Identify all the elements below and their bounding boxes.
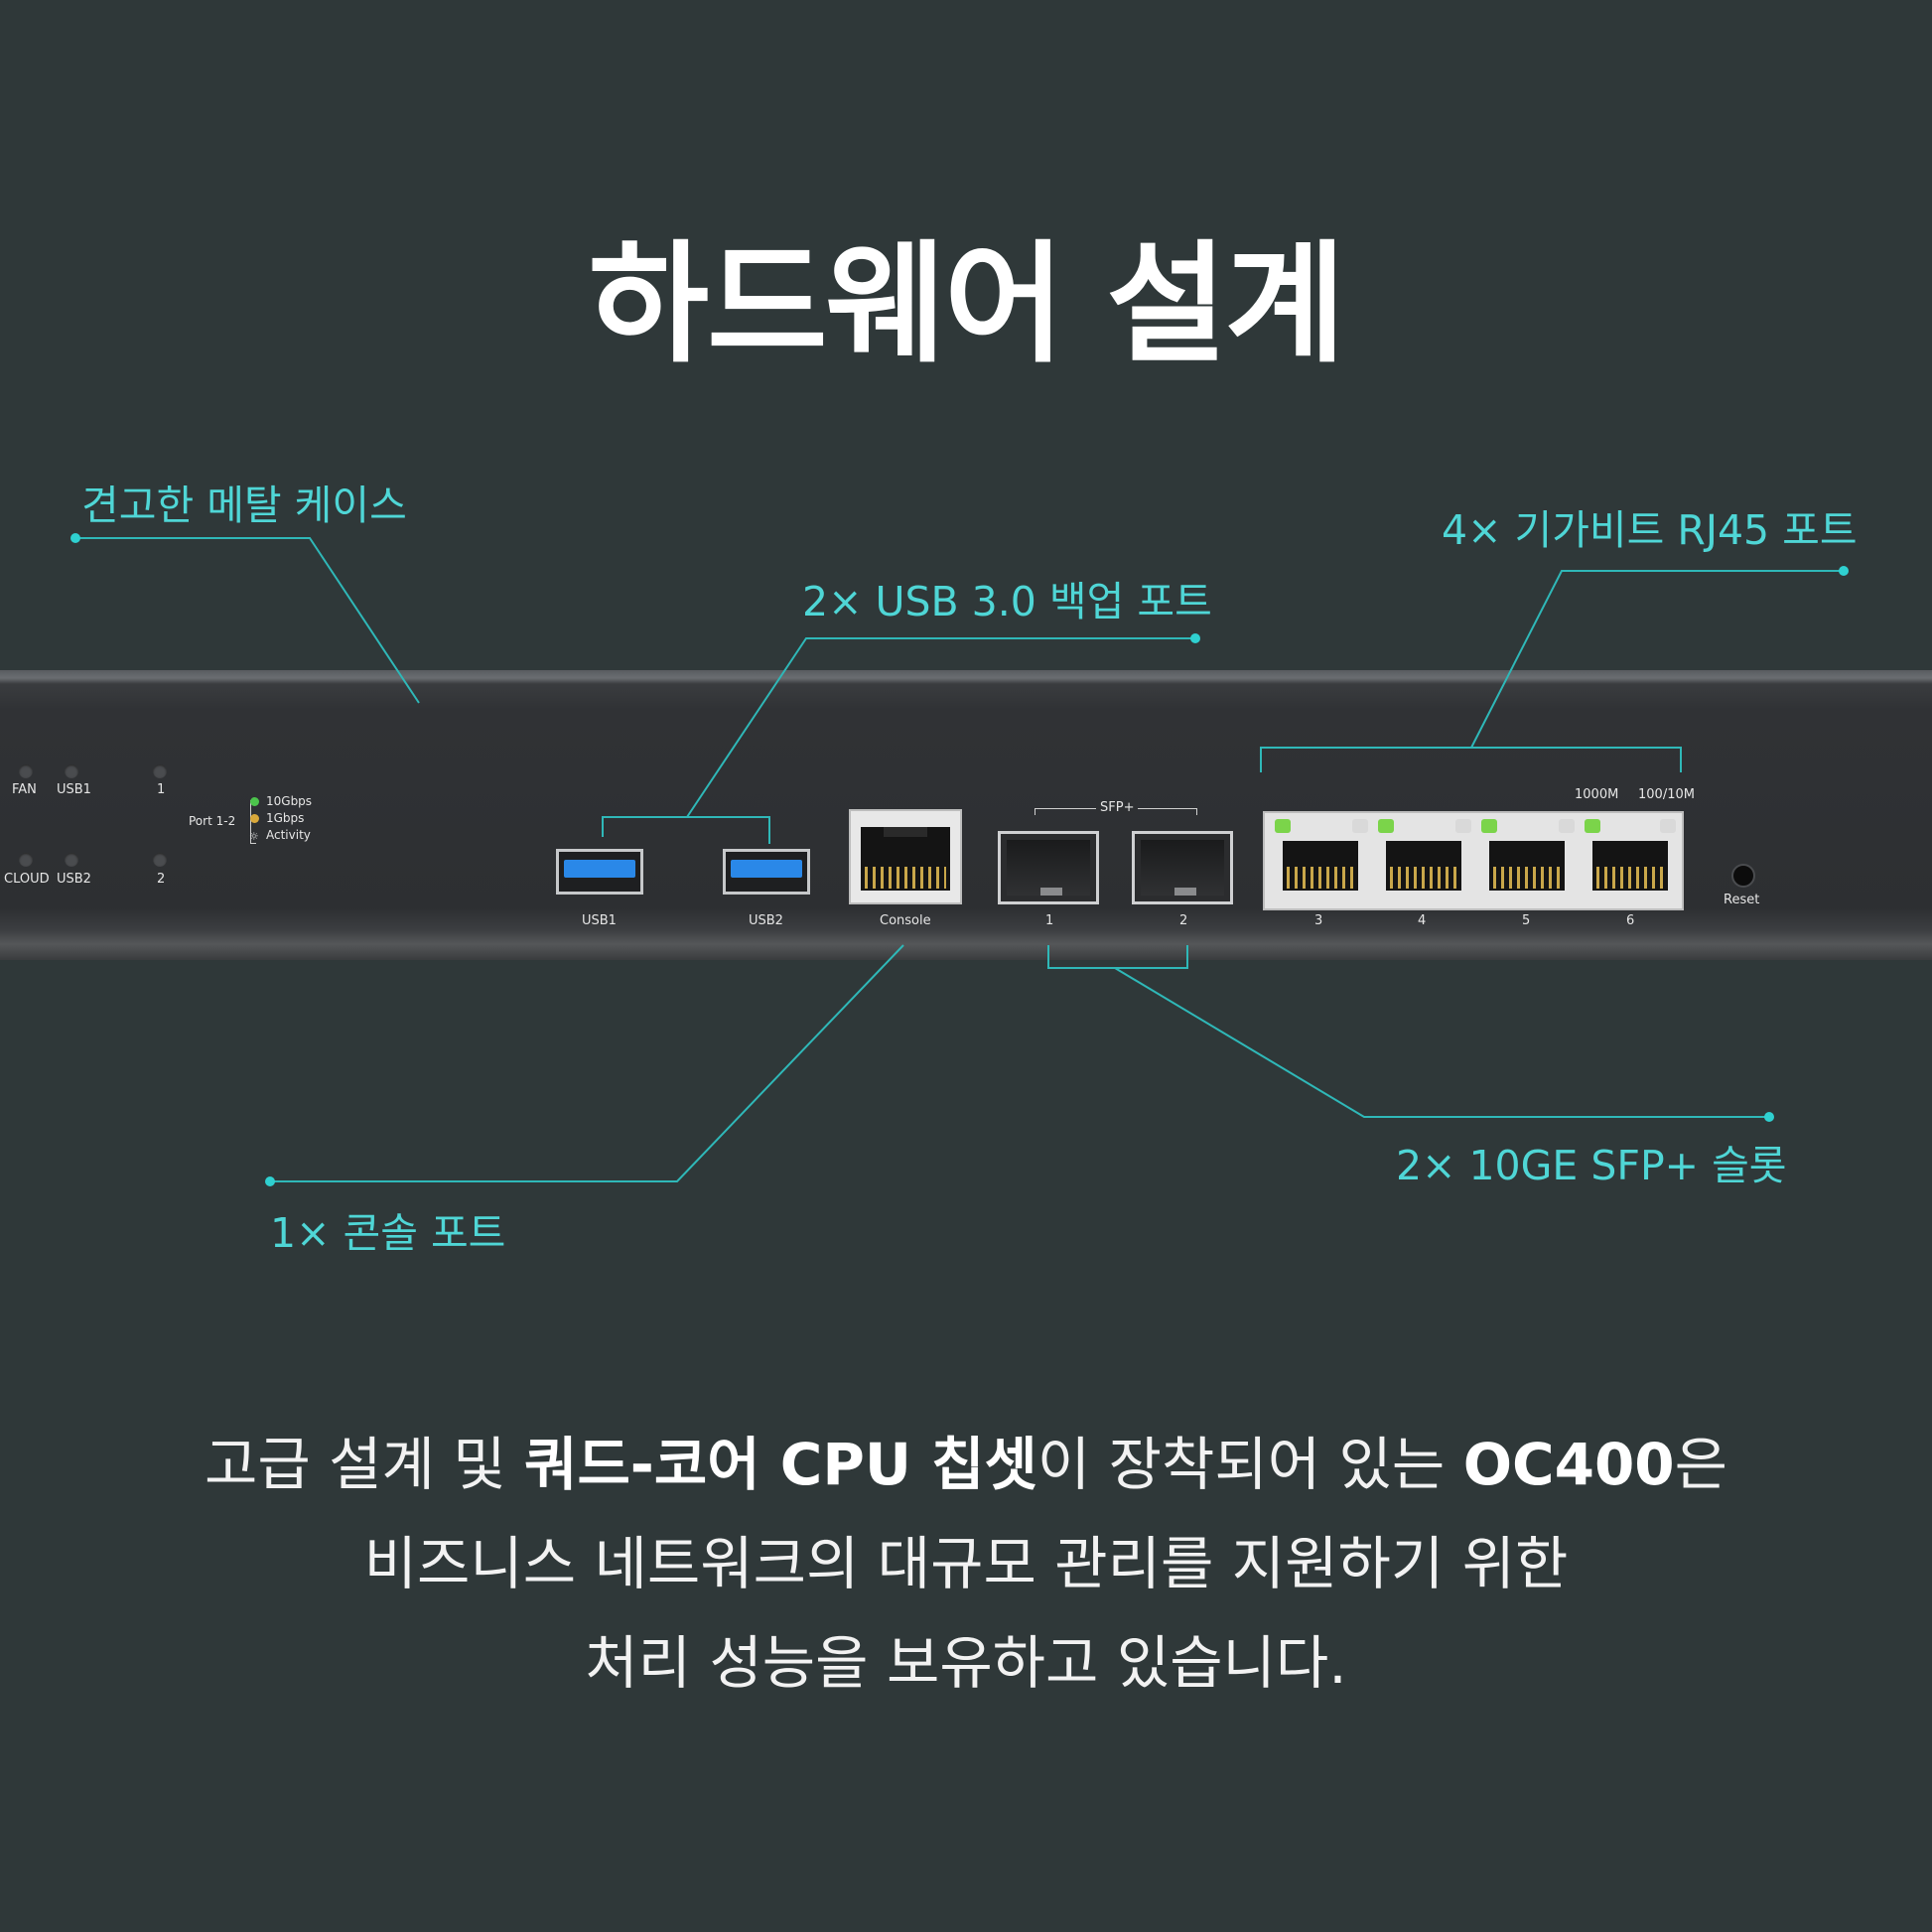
case-anchor-dot — [70, 533, 80, 543]
sfp1-label: 1 — [1045, 913, 1054, 928]
rj45-6-label: 6 — [1626, 913, 1635, 928]
legend-activity: Activity — [266, 828, 311, 842]
sfp1-slot[interactable] — [998, 831, 1099, 904]
callout-usb-ports: 2× USB 3.0 백업 포트 — [802, 578, 1212, 625]
sfp-leader-line — [1114, 967, 1769, 1118]
speed-led-icon — [1660, 819, 1676, 833]
port2-led-icon — [153, 853, 167, 867]
usb1-port[interactable] — [556, 849, 643, 895]
led-label-port1: 1 — [157, 782, 166, 797]
green-led-icon — [250, 797, 259, 806]
sfp-anchor-dot — [1764, 1112, 1774, 1122]
amber-led-icon — [250, 814, 259, 823]
console-label: Console — [880, 913, 931, 928]
callout-metal-case: 견고한 메탈 케이스 — [81, 482, 407, 529]
rj45-port-5[interactable] — [1479, 817, 1575, 902]
sfp2-label: 2 — [1179, 913, 1188, 928]
rj45-pins-icon — [1596, 867, 1664, 889]
rj45-bracket — [1260, 747, 1682, 772]
case-leader-line — [75, 537, 420, 704]
sfp2-slot[interactable] — [1132, 831, 1233, 904]
speed-100-10m-label: 100/10M — [1638, 787, 1695, 802]
legend-10gbps: 10Gbps — [266, 794, 313, 808]
rj45-3-label: 3 — [1314, 913, 1323, 928]
callout-sfp-slots: 2× 10GE SFP+ 슬롯 — [1396, 1142, 1787, 1189]
rj45-pins-icon — [1287, 867, 1354, 889]
reset-label: Reset — [1724, 893, 1760, 907]
fan-led-icon — [19, 764, 33, 778]
led-label-usb2: USB2 — [57, 872, 91, 887]
link-led-icon — [1275, 819, 1291, 833]
usb-connector-icon — [731, 860, 802, 878]
callout-rj45-ports: 4× 기가비트 RJ45 포트 — [1442, 506, 1858, 554]
usb-connector-icon — [564, 860, 635, 878]
description-line-2: 비즈니스 네트워크의 대규모 관리를 지원하기 위한 — [363, 1530, 1569, 1597]
rj45-port-4[interactable] — [1376, 817, 1471, 902]
rj45-5-label: 5 — [1522, 913, 1531, 928]
usb2-led-icon — [65, 853, 78, 867]
console-port[interactable] — [849, 809, 962, 904]
rj45-leader-line — [1470, 570, 1844, 749]
rj45-anchor-dot — [1839, 566, 1849, 576]
callout-console-port: 1× 콘솔 포트 — [270, 1209, 506, 1257]
description-line-3: 처리 성능을 보유하고 있습니다. — [585, 1629, 1347, 1697]
link-led-icon — [1481, 819, 1497, 833]
activity-icon: ☼ — [249, 830, 259, 843]
speed-1000m-label: 1000M — [1575, 787, 1619, 802]
rj45-port-3[interactable] — [1273, 817, 1368, 902]
rj45-port-6[interactable] — [1583, 817, 1678, 902]
sfp-header-label: SFP+ — [1096, 800, 1139, 815]
rj45-pins-icon — [1390, 867, 1457, 889]
led-label-port2: 2 — [157, 872, 166, 887]
legend-1gbps: 1Gbps — [266, 811, 305, 825]
description-line-1: 고급 설계 및 쿼드-코어 CPU 칩셋이 장착되어 있는 OC400은 — [204, 1431, 1728, 1498]
router-front-panel: FAN USB1 1 CLOUD USB2 2 Port 1-2 ☼ 10Gbp… — [0, 670, 1932, 960]
rj45-pins-icon — [865, 867, 946, 889]
rj45-pins-icon — [1493, 867, 1561, 889]
usb-anchor-dot — [1190, 633, 1200, 643]
usb2-port[interactable] — [723, 849, 810, 895]
rj45-4-label: 4 — [1418, 913, 1427, 928]
usb-leader-line — [686, 637, 1195, 818]
link-led-icon — [1378, 819, 1394, 833]
port1-led-icon — [153, 764, 167, 778]
reset-button[interactable] — [1731, 864, 1755, 888]
speed-led-icon — [1455, 819, 1471, 833]
usb2-label: USB2 — [749, 913, 783, 928]
usb1-led-icon — [65, 764, 78, 778]
led-label-fan: FAN — [12, 782, 37, 797]
usb1-label: USB1 — [582, 913, 617, 928]
link-led-icon — [1585, 819, 1600, 833]
led-label-usb1: USB1 — [57, 782, 91, 797]
led-label-cloud: CLOUD — [4, 872, 50, 887]
usb-bracket — [602, 816, 770, 844]
legend-group-label: Port 1-2 — [189, 814, 236, 828]
speed-led-icon — [1352, 819, 1368, 833]
console-anchor-dot — [265, 1176, 275, 1186]
console-leader-line — [270, 944, 904, 1182]
cloud-led-icon — [19, 853, 33, 867]
sfp-bracket-line — [1047, 945, 1188, 969]
page-title: 하드웨어 설계 — [588, 228, 1346, 381]
speed-led-icon — [1559, 819, 1575, 833]
